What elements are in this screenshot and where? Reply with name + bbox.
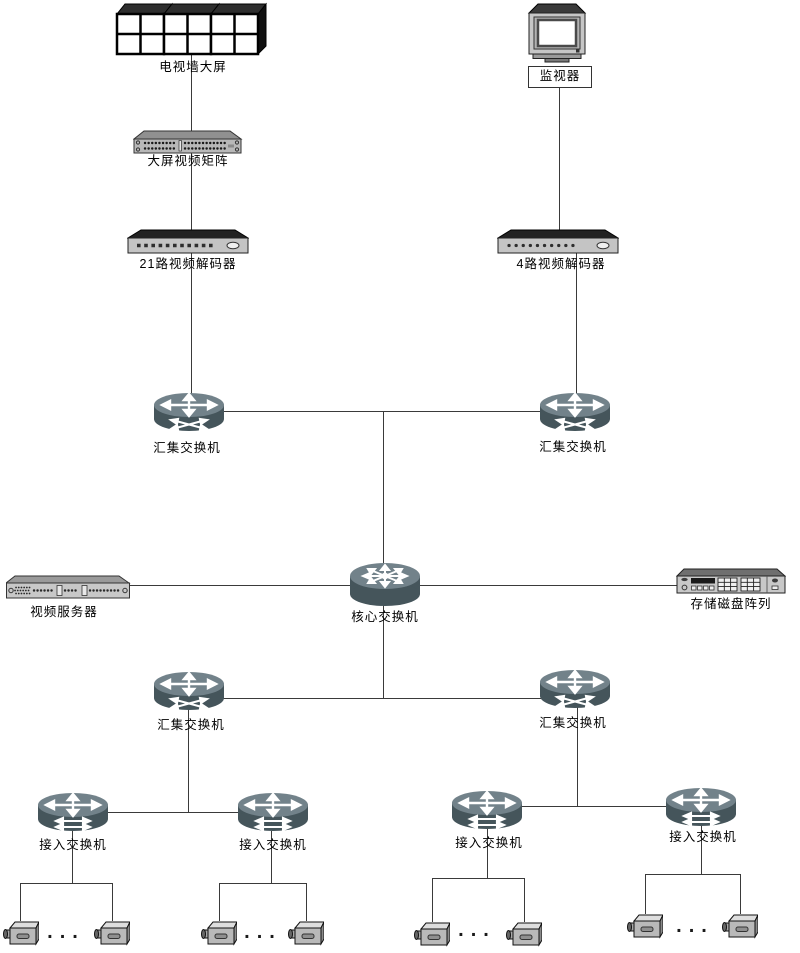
agg-switch-bottom-left-label: 汇集交换机 bbox=[157, 718, 225, 732]
camera-icon bbox=[414, 919, 450, 949]
agg-switch-top-right-icon bbox=[539, 392, 611, 432]
crt-monitor-icon bbox=[523, 2, 591, 64]
edge-acc1-cams bbox=[72, 831, 73, 883]
video-server-label: 视频服务器 bbox=[30, 605, 98, 619]
edge-aggtl-aggtr bbox=[193, 411, 577, 412]
storage-array-label: 存储磁盘阵列 bbox=[690, 597, 772, 611]
agg-switch-top-left-icon bbox=[153, 392, 225, 432]
core-switch-icon bbox=[349, 561, 421, 609]
agg-switch-top-right-label: 汇集交换机 bbox=[539, 440, 607, 454]
camera-ellipsis-4: ... bbox=[676, 915, 714, 937]
cam-bracket-1 bbox=[20, 883, 112, 884]
video-matrix-label: 大屏视频矩阵 bbox=[147, 154, 229, 168]
camera-icon bbox=[627, 911, 663, 941]
cam-drop-4a bbox=[645, 874, 646, 914]
agg-switch-top-left-label: 汇集交换机 bbox=[153, 441, 221, 455]
edge-acc3-acc4 bbox=[487, 806, 701, 807]
cam-bracket-4 bbox=[645, 874, 740, 875]
edge-aggbl-aggbr bbox=[191, 698, 575, 699]
cam-drop-1a bbox=[20, 883, 21, 921]
camera-icon bbox=[3, 918, 39, 948]
cam-drop-1b bbox=[112, 883, 113, 921]
decoder-4ch-label: 4路视频解码器 bbox=[516, 257, 606, 271]
camera-icon bbox=[201, 918, 237, 948]
camera-icon bbox=[506, 919, 542, 949]
agg-switch-bottom-left-icon bbox=[153, 671, 225, 711]
monitor-label-box: 监视器 bbox=[528, 66, 592, 88]
edge-acc3-cams bbox=[487, 828, 488, 878]
camera-icon bbox=[288, 918, 324, 948]
edge-acc2-cams bbox=[271, 831, 272, 883]
camera-icon bbox=[94, 918, 130, 948]
edge-tvwall-matrix bbox=[191, 55, 192, 132]
cam-bracket-3 bbox=[432, 878, 524, 879]
agg-switch-bottom-right-icon bbox=[539, 669, 611, 709]
storage-array-icon bbox=[676, 568, 786, 595]
access-switch-4-label: 接入交换机 bbox=[669, 830, 737, 844]
access-switch-3-label: 接入交换机 bbox=[455, 836, 523, 850]
camera-ellipsis-1: ... bbox=[47, 921, 85, 943]
decoder-21ch-icon bbox=[127, 229, 249, 254]
cam-drop-3a bbox=[432, 878, 433, 922]
edge-aggrow-core bbox=[383, 411, 384, 570]
tv-wall-label: 电视墙大屏 bbox=[159, 60, 227, 74]
core-switch-label: 核心交换机 bbox=[351, 610, 419, 624]
edge-acc4-cams bbox=[701, 824, 702, 874]
decoder-4ch-icon bbox=[497, 229, 619, 254]
cam-drop-3b bbox=[524, 878, 525, 922]
access-switch-2-icon bbox=[237, 792, 309, 832]
edge-acc1-acc2 bbox=[71, 812, 271, 813]
access-switch-1-icon bbox=[37, 792, 109, 832]
cam-drop-2b bbox=[306, 883, 307, 921]
access-switch-2-label: 接入交换机 bbox=[239, 838, 307, 852]
video-server-icon bbox=[6, 574, 131, 600]
camera-ellipsis-2: ... bbox=[244, 921, 282, 943]
cam-drop-2a bbox=[219, 883, 220, 921]
edge-matrix-dec21 bbox=[191, 152, 192, 232]
camera-ellipsis-3: ... bbox=[458, 919, 496, 941]
tv-wall-icon bbox=[115, 2, 267, 58]
camera-icon bbox=[722, 911, 758, 941]
cam-bracket-2 bbox=[219, 883, 306, 884]
video-matrix-icon bbox=[133, 129, 243, 155]
access-switch-1-label: 接入交换机 bbox=[39, 838, 107, 852]
edge-core-aggrow2 bbox=[383, 600, 384, 698]
access-switch-3-icon bbox=[451, 790, 523, 830]
edge-dec21-aggtl bbox=[191, 253, 192, 397]
edge-monitor-dec4 bbox=[559, 87, 560, 232]
agg-switch-bottom-right-label: 汇集交换机 bbox=[539, 716, 607, 730]
edge-aggbl-down bbox=[188, 705, 189, 812]
edge-dec4-aggtr bbox=[576, 253, 577, 397]
edge-aggbr-down bbox=[577, 703, 578, 806]
decoder-21ch-label: 21路视频解码器 bbox=[139, 257, 237, 271]
access-switch-4-icon bbox=[665, 787, 737, 827]
cam-drop-4b bbox=[740, 874, 741, 914]
